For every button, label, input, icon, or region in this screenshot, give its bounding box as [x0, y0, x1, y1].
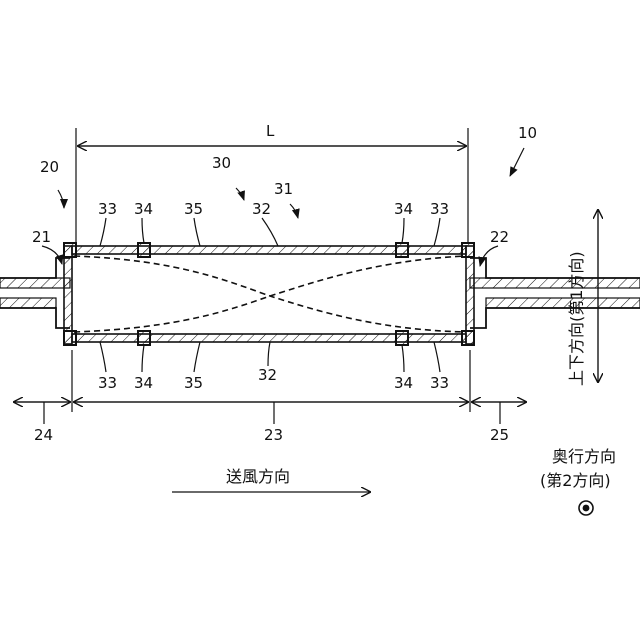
right-flange: [466, 246, 474, 344]
label-32-top: 32: [252, 200, 271, 218]
airflow-direction-label: 送風方向: [226, 467, 290, 486]
right-pipe: [470, 258, 640, 328]
label-34-bottom-left: 34: [134, 374, 153, 392]
label-34-top-left: 34: [134, 200, 153, 218]
label-22: 22: [490, 228, 509, 246]
depth-direction-label-2: (第2方向): [540, 471, 611, 490]
dimension-L: [76, 128, 468, 242]
label-10: 10: [518, 124, 537, 142]
vertical-direction-label: 上下方向(第1方向): [567, 251, 586, 386]
left-pipe: [0, 258, 70, 328]
label-33-bottom-right: 33: [430, 374, 449, 392]
lower-wall: [64, 331, 474, 345]
label-34-top-right: 34: [394, 200, 413, 218]
dashed-curve-a: [74, 256, 466, 332]
label-33-bottom-left: 33: [98, 374, 117, 392]
label-23: 23: [264, 426, 283, 444]
label-21: 21: [32, 228, 51, 246]
upper-wall: [64, 243, 474, 257]
label-35-bottom: 35: [184, 374, 203, 392]
out-of-page-symbol-icon: [579, 501, 593, 515]
label-34-bottom-right: 34: [394, 374, 413, 392]
label-24: 24: [34, 426, 53, 444]
label-33-top-left: 33: [98, 200, 117, 218]
left-flange: [64, 246, 72, 344]
label-33-top-right: 33: [430, 200, 449, 218]
label-L: L: [266, 122, 275, 140]
label-31: 31: [274, 180, 293, 198]
label-25: 25: [490, 426, 509, 444]
label-35-top: 35: [184, 200, 203, 218]
label-32-bottom: 32: [258, 366, 277, 384]
label-30: 30: [212, 154, 231, 172]
label-20: 20: [40, 158, 59, 176]
depth-direction-label-1: 奥行方向: [552, 447, 616, 466]
dashed-curve-b: [74, 256, 466, 332]
